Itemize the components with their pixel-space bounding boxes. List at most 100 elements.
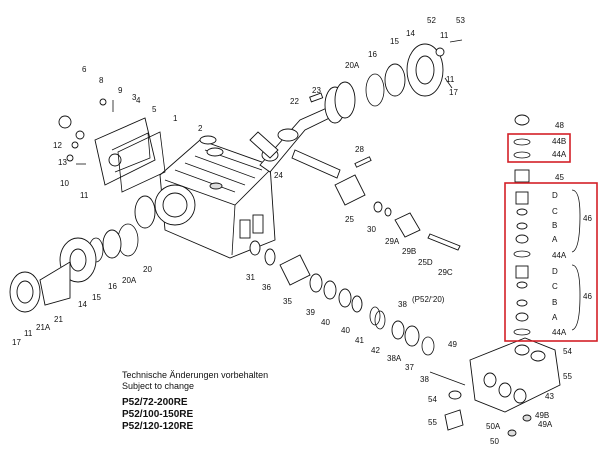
- label-43: 43: [545, 392, 554, 401]
- label-45: 45: [555, 173, 564, 182]
- front-bearing-assembly: [9, 195, 156, 313]
- label-21: 21: [54, 315, 63, 324]
- label-23: 23: [312, 86, 321, 95]
- change-notice: Technische Änderungen vorbehalten Subjec…: [122, 370, 268, 392]
- label-17-left: 17: [12, 338, 21, 347]
- label-4: 4: [136, 96, 141, 105]
- oil-cap-parts: [58, 98, 114, 165]
- label-40-second: 40: [341, 326, 350, 335]
- crankshaft: [249, 92, 351, 179]
- label-30: 30: [367, 225, 376, 234]
- label-25: 25: [345, 215, 354, 224]
- label-13: 13: [58, 158, 67, 167]
- label-15-left: 15: [92, 293, 101, 302]
- label-53: 53: [456, 16, 465, 25]
- label-46-upper: 46: [583, 214, 592, 223]
- label-21a: 21A: [36, 323, 51, 332]
- label-valve-d-1: D: [552, 191, 558, 200]
- label-55-right: 55: [563, 372, 572, 381]
- highlight-box-44b-44a: [507, 133, 571, 163]
- label-20: 20: [143, 265, 152, 274]
- label-8: 8: [99, 76, 104, 85]
- label-29b: 29B: [402, 247, 416, 256]
- label-valve-d-2: D: [552, 267, 558, 276]
- plunger-assembly: [334, 156, 461, 251]
- model-list: P52/72-200RE P52/100-150RE P52/120-120RE: [122, 397, 193, 433]
- label-9: 9: [118, 86, 123, 95]
- label-15-top: 15: [390, 37, 399, 46]
- highlight-box-valves: [504, 182, 598, 342]
- label-39: 39: [306, 308, 315, 317]
- label-49a: 49A: [538, 420, 553, 429]
- label-52: 52: [427, 16, 436, 25]
- label-41: 41: [355, 336, 364, 345]
- label-38-note: (P52/‘20): [412, 295, 445, 304]
- sight-glass-parts: [199, 135, 224, 190]
- label-17-right: 17: [449, 88, 458, 97]
- rear-cover: [94, 117, 166, 193]
- label-11-bottom: 11: [24, 329, 33, 338]
- valve-stack: [513, 114, 581, 336]
- label-49: 49: [448, 340, 457, 349]
- label-1: 1: [173, 114, 178, 123]
- label-35: 35: [283, 297, 292, 306]
- label-16-left: 16: [108, 282, 117, 291]
- label-2: 2: [198, 124, 203, 133]
- model-3: P52/120-120RE: [122, 421, 194, 432]
- label-24: 24: [274, 171, 283, 180]
- model-1: P52/72-200RE: [122, 397, 188, 408]
- label-38a: 38A: [387, 354, 402, 363]
- label-29a: 29A: [385, 237, 400, 246]
- label-42: 42: [371, 346, 380, 355]
- label-50a: 50A: [486, 422, 501, 431]
- model-2: P52/100-150RE: [122, 409, 194, 420]
- seal-stack: [249, 240, 435, 356]
- label-valve-b-2: B: [552, 298, 557, 307]
- label-38-top: 38: [398, 300, 407, 309]
- change-notice-german: Technische Änderungen vorbehalten: [122, 370, 269, 380]
- label-54-left: 54: [428, 395, 437, 404]
- label-11-right: 11: [446, 75, 455, 84]
- label-31: 31: [246, 273, 255, 282]
- label-50: 50: [490, 437, 499, 446]
- label-10: 10: [60, 179, 69, 188]
- label-3: 3: [132, 93, 137, 102]
- label-valve-c-2: C: [552, 282, 558, 291]
- label-46-lower: 46: [583, 292, 592, 301]
- change-notice-english: Subject to change: [122, 381, 195, 391]
- label-11-left: 11: [80, 191, 89, 200]
- label-48: 48: [555, 121, 564, 130]
- label-12: 12: [53, 141, 62, 150]
- label-valve-c-1: C: [552, 207, 558, 216]
- label-11-top-right: 11: [440, 31, 449, 40]
- label-valve-a-1: A: [552, 235, 558, 244]
- label-14-left: 14: [78, 300, 87, 309]
- label-valve-a-2: A: [552, 313, 558, 322]
- label-6: 6: [82, 65, 87, 74]
- label-22: 22: [290, 97, 299, 106]
- label-29c: 29C: [438, 268, 453, 277]
- label-valve-b-1: B: [552, 221, 557, 230]
- label-44a-middle: 44A: [552, 251, 567, 260]
- label-38-bottom: 38: [420, 375, 429, 384]
- label-37: 37: [405, 363, 414, 372]
- label-54-right: 54: [563, 347, 572, 356]
- label-5: 5: [152, 105, 157, 114]
- label-49b: 49B: [535, 411, 549, 420]
- label-20a-left: 20A: [122, 276, 137, 285]
- label-20a-top: 20A: [345, 61, 360, 70]
- label-40-first: 40: [321, 318, 330, 327]
- label-14-top: 14: [406, 29, 415, 38]
- label-28: 28: [355, 145, 364, 154]
- label-25d: 25D: [418, 258, 433, 267]
- manifold-head: [429, 337, 561, 437]
- label-55-left: 55: [428, 418, 437, 427]
- crankcase-housing: [154, 139, 276, 259]
- rear-bearing-assembly: [324, 39, 463, 124]
- label-44a-top: 44A: [552, 150, 567, 159]
- label-16-top: 16: [368, 50, 377, 59]
- label-44a-bottom: 44A: [552, 328, 567, 337]
- label-36: 36: [262, 283, 271, 292]
- label-44b: 44B: [552, 137, 566, 146]
